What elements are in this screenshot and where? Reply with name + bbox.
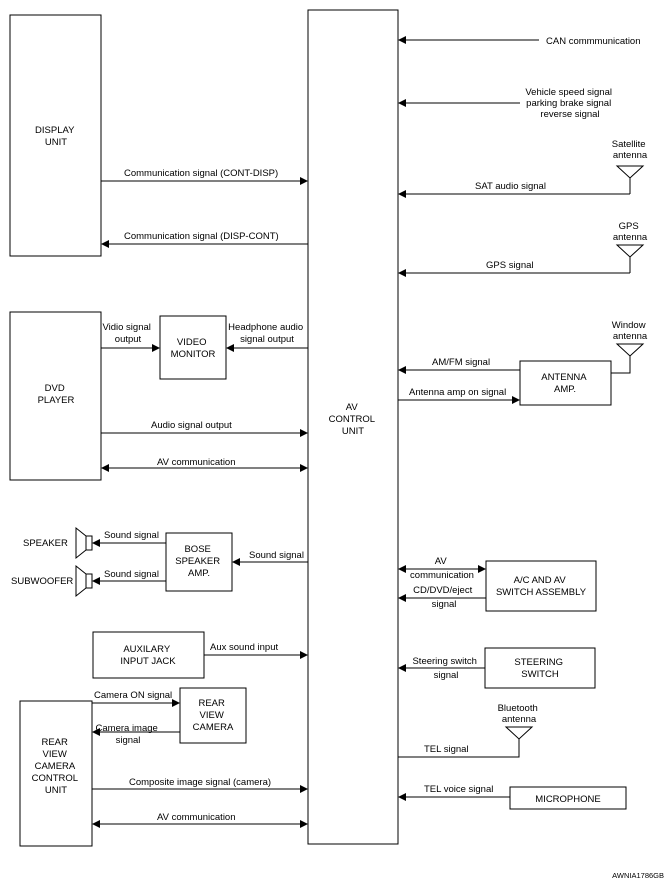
video-monitor-block: VIDEO MONITOR (159, 315, 227, 380)
rear-view-camera-control-unit-block: REAR VIEW CAMERA CONTROL UNIT (19, 700, 93, 847)
svg-text:Antenna amp on signal: Antenna amp on signal (409, 387, 506, 398)
svg-text:Camera image signal: Camera image signal (96, 723, 161, 746)
svg-text:CD/DVD/eject signal: CD/DVD/eject signal (413, 585, 475, 610)
am-fm-signal-line: AM/FM signal (398, 357, 520, 374)
svg-text:REAR VIEW CAMERA: REAR VIEW CAMERA CONTROL UNIT (32, 737, 81, 796)
svg-text:Composite image signal (camera: Composite image signal (camera) (129, 777, 271, 788)
tel-voice-signal-line: TEL voice signal (398, 784, 510, 801)
gps-antenna-label: GPS antenna (613, 221, 648, 243)
av-control-unit-block: AV CONTROL UNIT (307, 9, 399, 845)
comm-signal-cont-disp-line: Communication signal (CONT-DISP) (101, 168, 308, 185)
display-unit-block: DISPLAY UNIT (9, 14, 102, 257)
gps-antenna-icon (615, 244, 645, 273)
sat-audio-signal-line: SAT audio signal (398, 181, 630, 198)
satellite-antenna-label: Satellite antenna (612, 139, 648, 161)
av-communication-dvd-line: AV communication (101, 457, 308, 472)
svg-text:GPS signal: GPS signal (486, 260, 534, 271)
camera-image-signal-line: Camera image signal (92, 723, 180, 746)
svg-text:Communication signal (CONT-DIS: Communication signal (CONT-DISP) (124, 168, 278, 179)
sound-signal-subwoofer-line: Sound signal (92, 569, 166, 585)
svg-text:BOSE SPEAKER AMP.: BOSE SPEAKER AMP. (175, 544, 223, 579)
svg-text:STEERING SWITCH: STEERING SWITCH (514, 657, 565, 680)
av-communication-rvc-line: AV communication (92, 812, 308, 828)
sound-signal-speaker-line: Sound signal (92, 530, 166, 547)
svg-text:DISPLAY UNIT: DISPLAY UNIT (35, 125, 77, 148)
camera-on-signal-line: Camera ON signal (92, 690, 180, 707)
microphone-block: MICROPHONE (509, 786, 627, 810)
svg-text:AV communication: AV communication (157, 812, 236, 823)
sound-signal-amp-line: Sound signal (232, 550, 308, 566)
window-antenna-label: Window antenna (612, 320, 648, 342)
av-communication-switch-line: AV communication (398, 556, 486, 581)
svg-text:Sound signal: Sound signal (104, 569, 159, 580)
composite-image-signal-line: Composite image signal (camera) (92, 777, 308, 793)
svg-text:Sound signal: Sound signal (104, 530, 159, 541)
subwoofer-label: SUBWOOFER (11, 576, 73, 587)
svg-text:Steering switch signal: Steering switch signal (412, 656, 479, 681)
svg-text:Aux sound input: Aux sound input (210, 642, 278, 653)
svg-text:A/C AND AV SWITCH ASSEMB: A/C AND AV SWITCH ASSEMBLY (496, 575, 587, 598)
svg-text:AM/FM signal: AM/FM signal (432, 357, 490, 368)
svg-text:Communication signal (DISP-CON: Communication signal (DISP-CONT) (124, 231, 279, 242)
svg-text:AV communication: AV communication (157, 457, 236, 468)
svg-text:Vidio signal output: Vidio signal output (102, 322, 153, 345)
svg-text:MICROPHONE: MICROPHONE (535, 794, 600, 805)
reference-code: AWNIA1786GB (612, 871, 664, 880)
svg-text:CAN commmunication: CAN commmunication (546, 36, 641, 47)
satellite-antenna-icon (615, 165, 645, 194)
svg-text:Vehicle speed signal par: Vehicle speed signal parking brake signa… (525, 87, 614, 120)
svg-text:SAT audio signal: SAT audio signal (475, 181, 546, 192)
bose-speaker-amp-block: BOSE SPEAKER AMP. (165, 532, 233, 592)
speaker-icon (75, 526, 93, 560)
svg-text:AUXILARY INPUT JACK: AUXILARY INPUT JACK (120, 644, 176, 667)
ac-av-switch-assembly-block: A/C AND AV SWITCH ASSEMBLY (485, 560, 597, 612)
svg-text:Headphone audio signal o: Headphone audio signal output (228, 322, 306, 345)
window-antenna-icon (611, 343, 645, 374)
headphone-audio-signal-line: Headphone audio signal output (226, 322, 308, 352)
vidio-signal-output-line: Vidio signal output (101, 322, 160, 352)
rear-view-camera-block: REAR VIEW CAMERA (179, 687, 247, 744)
steering-switch-block: STEERING SWITCH (484, 647, 596, 689)
svg-text:ANTENNA AMP.: ANTENNA AMP. (541, 372, 589, 395)
tel-signal-label: TEL signal (424, 744, 469, 755)
comm-signal-disp-cont-line: Communication signal (DISP-CONT) (101, 231, 308, 248)
audio-signal-output-line: Audio signal output (101, 420, 308, 437)
svg-text:REAR VIEW CAMERA: REAR VIEW CAMERA (193, 698, 234, 733)
bluetooth-antenna-label: Bluetooth antenna (498, 703, 541, 725)
cd-dvd-eject-signal-line: CD/DVD/eject signal (398, 585, 486, 610)
can-communication-line: CAN commmunication (398, 36, 641, 47)
dvd-player-block: DVD PLAYER (9, 311, 102, 481)
aux-sound-input-line: Aux sound input (204, 642, 308, 659)
speaker-label: SPEAKER (23, 538, 68, 549)
bluetooth-antenna-icon (398, 726, 534, 758)
gps-signal-line: GPS signal (398, 260, 630, 277)
auxilary-input-jack-block: AUXILARY INPUT JACK (92, 631, 205, 679)
svg-text:AV communication: AV communication (410, 556, 474, 581)
subwoofer-icon (75, 564, 93, 598)
antenna-amp-on-signal-line: Antenna amp on signal (398, 387, 520, 404)
svg-text:DVD PLAYER: DVD PLAYER (38, 383, 75, 406)
svg-text:Audio signal output: Audio signal output (151, 420, 232, 431)
steering-switch-signal-line: Steering switch signal (398, 656, 485, 681)
antenna-amp-block: ANTENNA AMP. (519, 360, 612, 406)
svg-text:AV CONTROL UNIT: AV CONTROL UNIT (329, 402, 378, 437)
svg-text:Camera ON signal: Camera ON signal (94, 690, 172, 701)
vehicle-speed-signal-line: Vehicle speed signal parking brake signa… (398, 87, 614, 120)
svg-text:VIDEO MONITOR: VIDEO MONITOR (171, 337, 216, 360)
svg-text:TEL voice signal: TEL voice signal (424, 784, 493, 795)
svg-text:Sound signal: Sound signal (249, 550, 304, 561)
